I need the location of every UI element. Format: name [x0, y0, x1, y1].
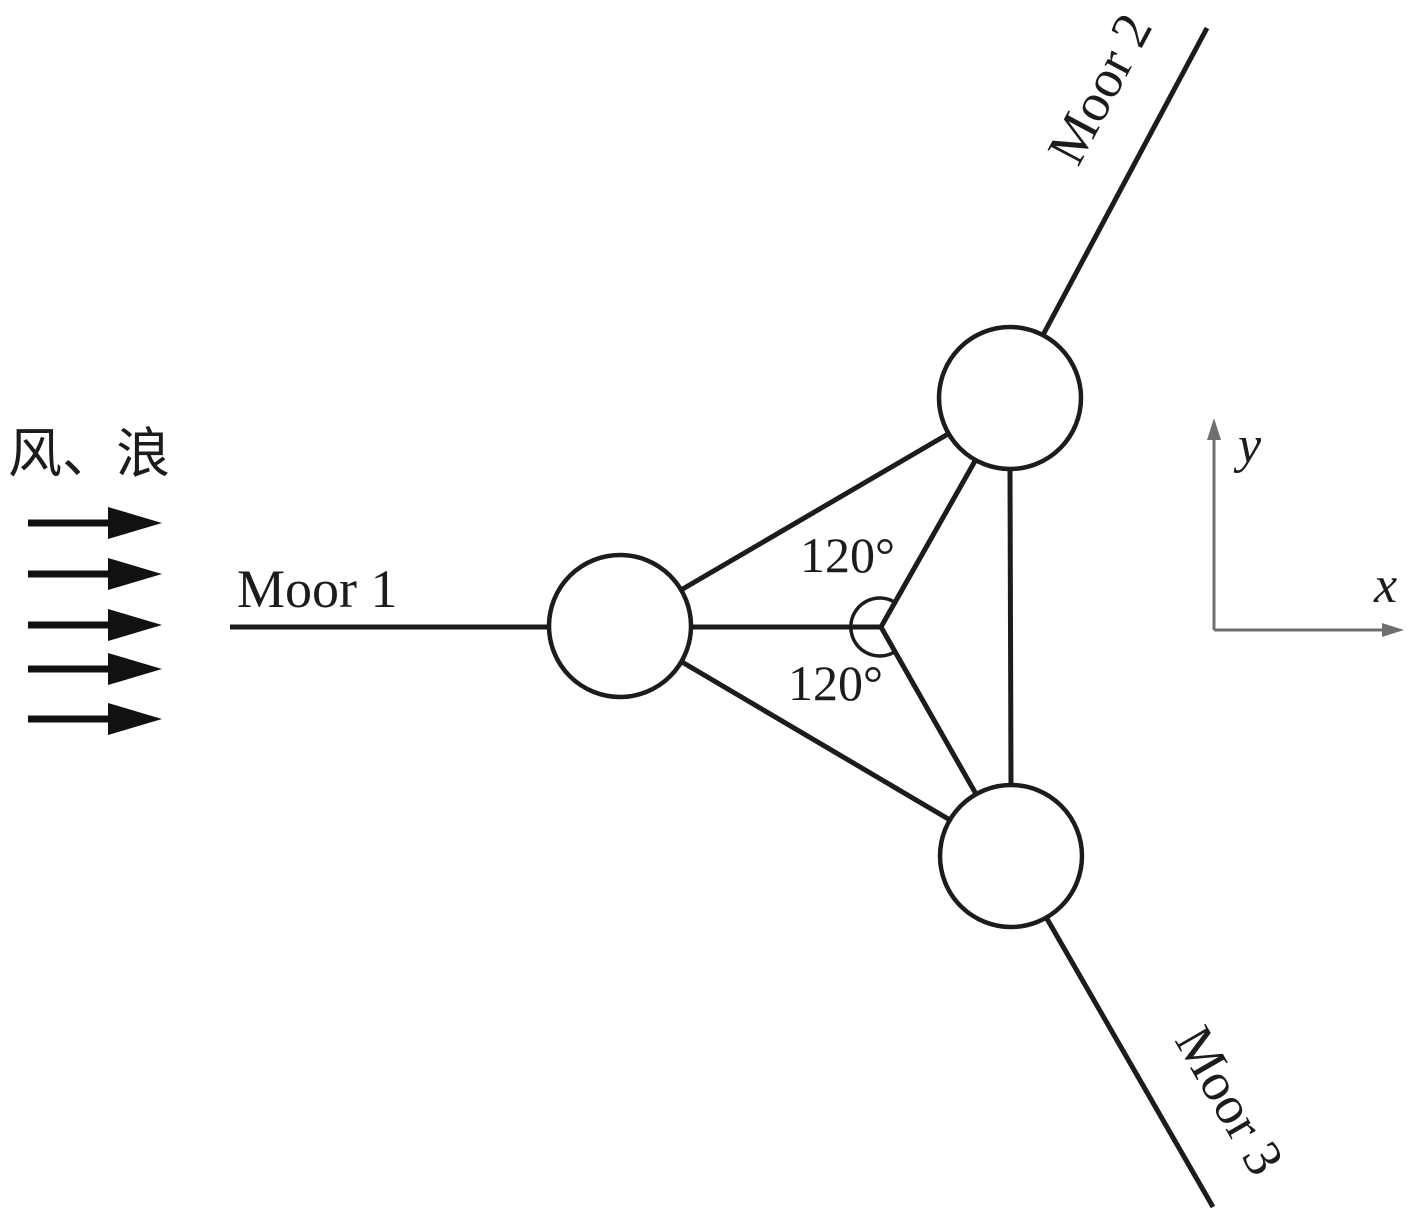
wind-arrow-icon [28, 609, 162, 641]
moor2-line [1040, 26, 1210, 337]
member-junction-to-bottom [878, 625, 979, 796]
angle-arc [849, 596, 895, 658]
float-body-bottom [937, 782, 1085, 930]
float-body-left [546, 552, 694, 700]
wind-arrow-icon [28, 558, 162, 590]
x-axis-label: x [1373, 557, 1397, 614]
wind-arrow-icon [28, 703, 162, 735]
member-left-to-top [679, 431, 950, 593]
angle-bottom-label: 120° [788, 655, 883, 711]
angle-top-label: 120° [800, 527, 895, 583]
member-top-to-bottom [1007, 468, 1014, 786]
moor1-label: Moor 1 [237, 559, 398, 619]
wind-arrow-icon [28, 507, 162, 539]
coordinate-axes [1207, 418, 1404, 637]
wind-arrow-group [28, 507, 162, 735]
y-axis-arrow-icon [1207, 418, 1221, 440]
member-left-to-bottom [680, 659, 952, 823]
wind-wave-label: 风、浪 [8, 424, 170, 484]
member-junction-to-top [878, 459, 978, 629]
float-body-top [936, 324, 1084, 472]
y-axis-label: y [1233, 417, 1262, 474]
moor3-line [1043, 915, 1216, 1209]
x-axis-arrow-icon [1382, 623, 1404, 637]
wind-arrow-icon [28, 653, 162, 685]
